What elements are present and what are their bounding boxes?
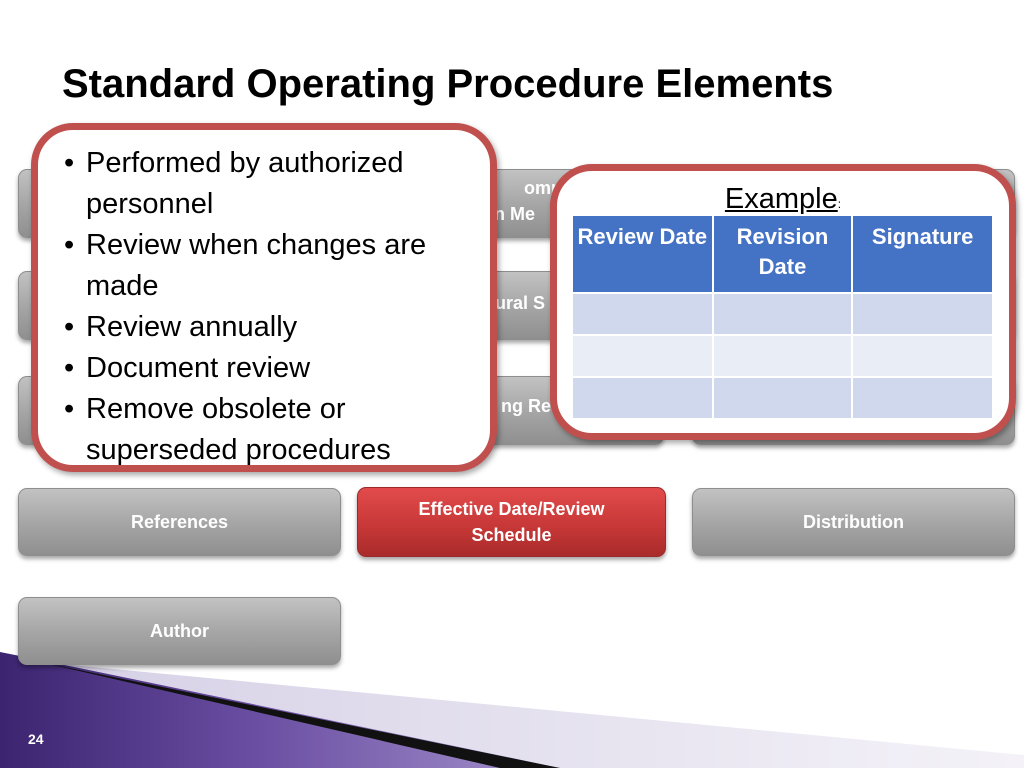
table-cell[interactable] <box>712 377 854 420</box>
table-cell[interactable] <box>852 335 992 378</box>
revision-date-header: Revision Date <box>712 216 854 294</box>
page-number: 24 <box>28 731 44 747</box>
references-box[interactable]: References <box>18 488 341 556</box>
table-cell[interactable] <box>573 335 714 378</box>
table-row <box>573 293 992 336</box>
bullet-item: Review when changes are made <box>58 225 488 307</box>
partial-label: ng Re <box>501 396 552 416</box>
table-cell[interactable] <box>573 377 714 420</box>
distribution-label: Distribution <box>803 511 904 532</box>
author-box[interactable]: Author <box>18 597 341 665</box>
bullet-item: Remove obsolete or superseded procedures <box>58 389 488 471</box>
bullet-item: Performed by authorized personnel <box>58 143 488 225</box>
bullet-item: Review annually <box>58 307 488 348</box>
author-label: Author <box>150 620 209 641</box>
example-heading: Example: <box>557 183 1009 216</box>
partial-label: ural S <box>495 293 546 313</box>
effective-date-label: Effective Date/Review Schedule <box>418 498 605 545</box>
distribution-box[interactable]: Distribution <box>692 488 1015 556</box>
review-date-header: Review Date <box>573 216 714 294</box>
example-label: Example <box>724 183 838 215</box>
review-table: Review Date Revision Date Signature <box>573 216 992 420</box>
table-cell[interactable] <box>712 335 854 378</box>
example-colon: : <box>837 197 842 211</box>
signature-header: Signature <box>852 216 992 294</box>
table-row <box>573 377 992 420</box>
review-notes-list: Performed by authorized personnel Review… <box>58 143 488 471</box>
table-row <box>573 335 992 378</box>
slide-title: Standard Operating Procedure Elements <box>62 62 834 106</box>
example-callout: Example: Review Date Revision Date Signa… <box>550 164 1016 440</box>
partial-label: n Me <box>494 204 536 224</box>
bullet-item: Document review <box>58 348 488 389</box>
table-cell[interactable] <box>573 293 714 336</box>
table-cell[interactable] <box>852 377 992 420</box>
table-cell[interactable] <box>852 293 992 336</box>
review-notes-callout: Performed by authorized personnel Review… <box>31 123 497 472</box>
effective-date-box[interactable]: Effective Date/Review Schedule <box>357 487 666 557</box>
references-label: References <box>130 511 229 532</box>
table-cell[interactable] <box>712 293 854 336</box>
